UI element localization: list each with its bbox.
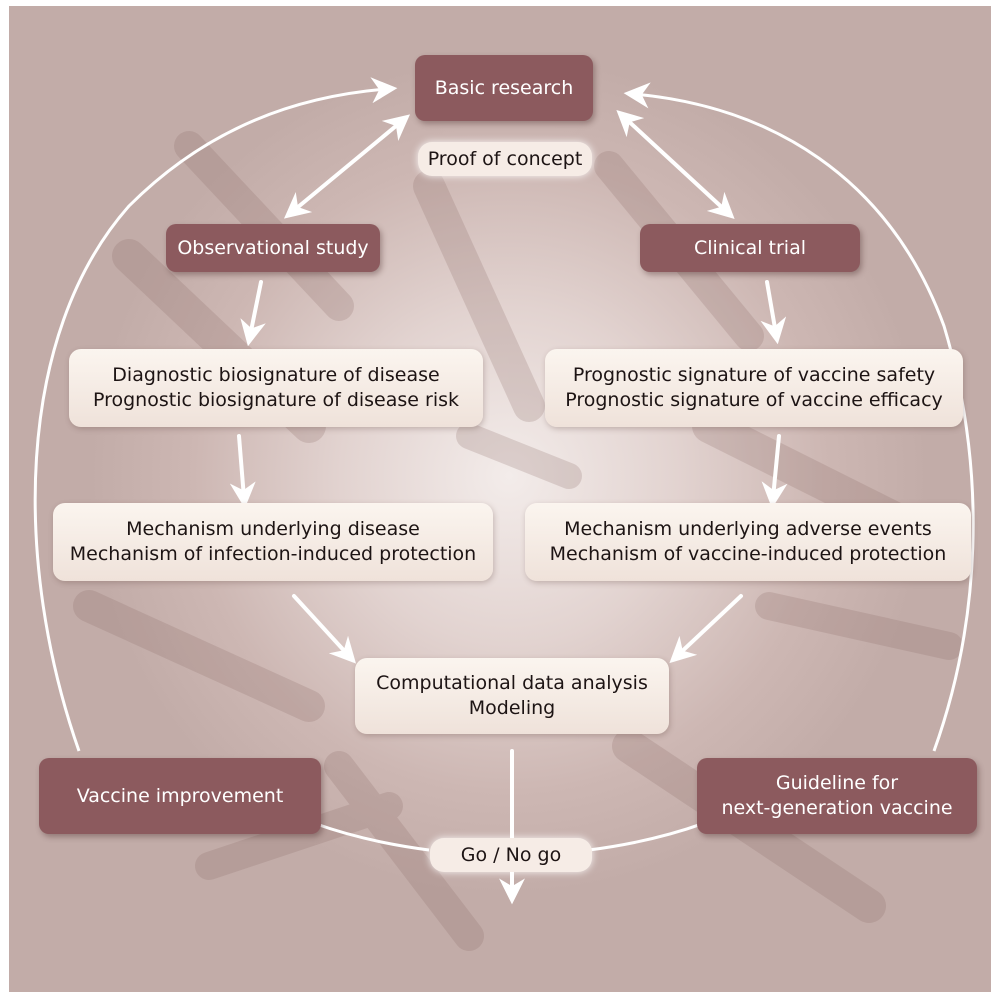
disease-mechanism-box: Mechanism underlying disease Mechanism o… <box>53 503 493 581</box>
arrow-diagnostic-mechanism <box>229 434 256 509</box>
right-cycle-arc <box>623 82 975 752</box>
go-no-go-label: Go / No go <box>460 843 562 866</box>
disease-signature-box: Diagnostic biosignature of disease Progn… <box>69 349 483 427</box>
disease-signature-line-2: Prognostic biosignature of disease risk <box>92 389 460 411</box>
guideline-box: Guideline for next-generation vaccine <box>697 758 977 834</box>
arrow-mechanism-computational-right <box>669 594 743 664</box>
vaccine-improvement-label: Vaccine improvement <box>76 784 284 807</box>
vaccine-signature-line-2: Prognostic signature of vaccine efficacy <box>565 389 943 411</box>
clinical-trial-label: Clinical trial <box>693 236 806 259</box>
arrow-prognostic-mechanism <box>761 434 788 509</box>
disease-signature-line-1: Diagnostic biosignature of disease <box>112 364 440 386</box>
clinical-trial-box: Clinical trial <box>640 224 860 272</box>
disease-mechanism-line-2: Mechanism of infection-induced protectio… <box>69 543 477 565</box>
vaccine-mechanism-box: Mechanism underlying adverse events Mech… <box>525 503 971 581</box>
disease-mechanism-line-1: Mechanism underlying disease <box>126 518 420 540</box>
basic-research-box: Basic research <box>415 55 593 121</box>
arrow-mechanism-computational-left <box>292 594 357 664</box>
vaccine-improvement-box: Vaccine improvement <box>39 758 321 834</box>
vaccine-signature-line-1: Prognostic signature of vaccine safety <box>572 364 936 386</box>
diagram-canvas: Basic research Proof of concept Observat… <box>9 6 991 992</box>
proof-of-concept-label-box: Proof of concept <box>418 142 592 176</box>
computational-line-1: Computational data analysis <box>376 672 648 694</box>
flow-arrows <box>229 109 788 905</box>
basic-research-label: Basic research <box>434 76 574 99</box>
left-cycle-arc <box>33 77 398 752</box>
computational-analysis-box: Computational data analysis Modeling <box>355 658 669 734</box>
observational-study-label: Observational study <box>177 236 369 259</box>
arrow-basic-observational <box>283 114 411 219</box>
observational-study-box: Observational study <box>166 224 380 272</box>
arrow-clinical-prognostic <box>760 280 787 345</box>
go-no-go-label-box: Go / No go <box>430 838 592 872</box>
proof-of-concept-label: Proof of concept <box>427 147 583 170</box>
vaccine-mechanism-line-1: Mechanism underlying adverse events <box>564 518 932 540</box>
arrow-observational-diagnostic <box>240 280 266 347</box>
vaccine-mechanism-line-2: Mechanism of vaccine-induced protection <box>549 543 947 565</box>
arrow-basic-clinical <box>616 109 735 220</box>
vaccine-signature-box: Prognostic signature of vaccine safety P… <box>545 349 963 427</box>
guideline-line-1: Guideline for <box>775 772 899 794</box>
guideline-line-2: next-generation vaccine <box>721 797 953 819</box>
computational-line-2: Modeling <box>468 697 556 719</box>
